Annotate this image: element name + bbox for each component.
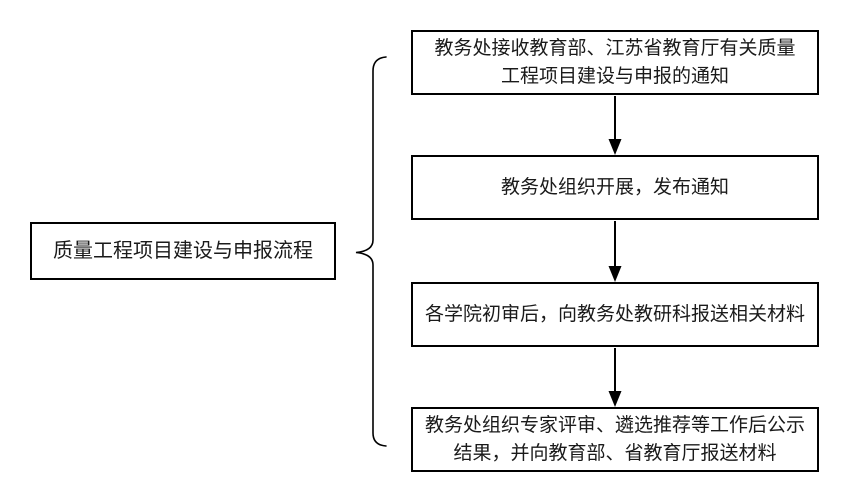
process-title-box: 质量工程项目建设与申报流程 xyxy=(30,222,336,280)
process-title-text: 质量工程项目建设与申报流程 xyxy=(53,240,313,262)
step-text-1: 教务处接收教育部、江苏省教育厅有关质量 工程项目建设与申报的通知 xyxy=(434,37,796,87)
step-text-4: 教务处组织专家评审、遴选推荐等工作后公示 结果，并向教育部、省教育厅报送材料 xyxy=(424,414,805,464)
curly-brace-icon xyxy=(355,56,387,447)
flow-arrow-1 xyxy=(608,96,622,155)
step-box-organize-publish: 教务处组织开展，发布通知 xyxy=(411,155,819,220)
flow-arrow-2 xyxy=(608,221,622,282)
step-box-receive-notice: 教务处接收教育部、江苏省教育厅有关质量 工程项目建设与申报的通知 xyxy=(411,30,819,95)
step-box-expert-review-publicity: 教务处组织专家评审、遴选推荐等工作后公示 结果，并向教育部、省教育厅报送材料 xyxy=(411,407,819,472)
step-text-2: 教务处组织开展，发布通知 xyxy=(500,176,729,198)
step-text-3: 各学院初审后，向教务处教研科报送相关材料 xyxy=(424,303,805,325)
flow-arrow-3 xyxy=(608,348,622,407)
step-box-college-review: 各学院初审后，向教务处教研科报送相关材料 xyxy=(411,282,819,347)
